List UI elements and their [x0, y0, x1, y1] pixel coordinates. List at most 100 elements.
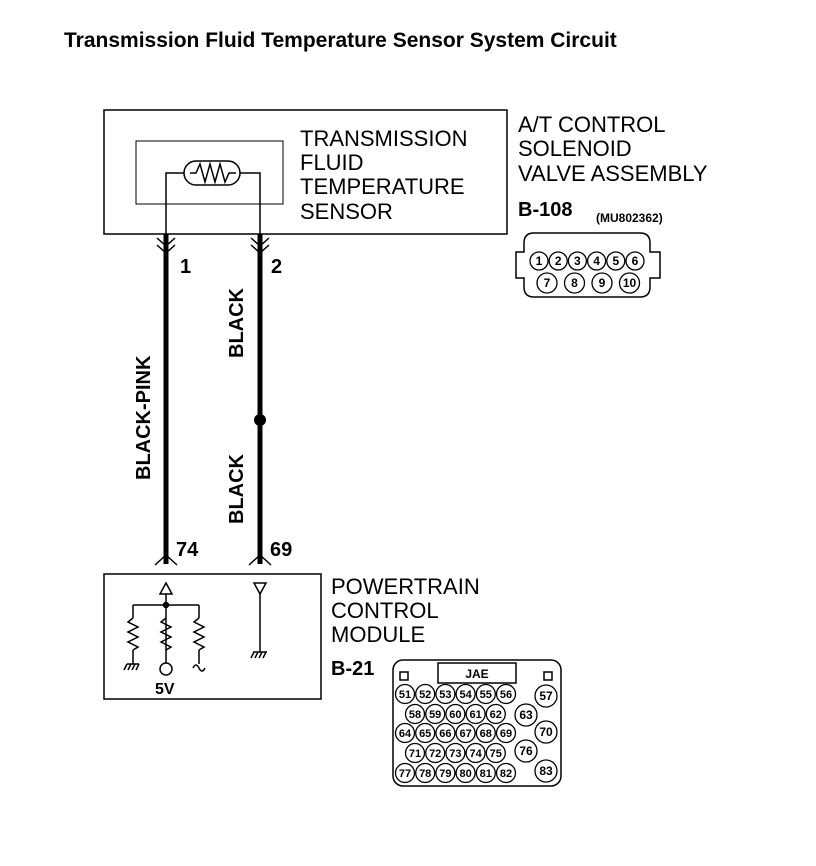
voltage-label: 5V	[155, 681, 175, 698]
b21-pin-59-label: 59	[429, 709, 441, 721]
b21-pin-63: 63	[514, 703, 538, 727]
b21-pin-78-label: 78	[419, 768, 431, 780]
b21-pin-70-label: 70	[539, 725, 553, 739]
b21-pin-53-label: 53	[439, 689, 451, 701]
b21-pin-71: 71	[404, 742, 426, 764]
b21-pin-55: 55	[475, 683, 496, 705]
solenoid-assembly-box	[103, 109, 508, 235]
b108-pin-10-label: 10	[623, 276, 637, 290]
b21-pin-64: 64	[394, 722, 416, 744]
b21-pin-76-label: 76	[519, 744, 533, 758]
b21-pin-76: 76	[514, 739, 538, 763]
b21-pin-72: 72	[425, 742, 446, 764]
b21-pin-70: 70	[534, 720, 558, 744]
b21-pin-77-label: 77	[399, 768, 411, 780]
connector-b21-icon	[392, 659, 562, 787]
sensor-box	[135, 140, 284, 205]
b21-pin-57-label: 57	[539, 689, 553, 703]
solenoid-assembly-label: A/T CONTROL SOLENOID VALVE ASSEMBLY	[518, 112, 708, 186]
b21-pin-62: 62	[485, 703, 506, 725]
b21-pin-79-label: 79	[439, 768, 451, 780]
b21-pin-81: 81	[475, 762, 496, 784]
b21-pin-62-label: 62	[490, 709, 502, 721]
b21-pin-83: 83	[534, 759, 558, 783]
b21-pin-74: 74	[465, 742, 486, 764]
b108-pin-4: 4	[586, 251, 607, 271]
b108-pin-3-label: 3	[574, 254, 581, 268]
splice-point	[254, 414, 266, 426]
b21-pin-54-label: 54	[459, 689, 472, 701]
b21-pin-80: 80	[455, 762, 476, 784]
sensor-lead-left	[165, 172, 184, 234]
b21-pin-65: 65	[415, 722, 436, 744]
sensor-lead-right	[240, 172, 261, 234]
b21-pin-69: 69	[495, 722, 517, 744]
b21-pin-57: 57	[534, 684, 558, 708]
b21-pin-72-label: 72	[429, 748, 441, 760]
b108-pin-7: 7	[536, 272, 558, 294]
wire-color-black-lower: BLACK	[226, 453, 248, 524]
b21-pin-56-label: 56	[500, 689, 512, 701]
b21-pin-82-label: 82	[500, 768, 512, 780]
b21-pin-69-label: 69	[500, 728, 512, 740]
b108-pin-1-label: 1	[536, 254, 543, 268]
b21-pin-75: 75	[485, 742, 506, 764]
connector-chevrons-bottom	[154, 553, 272, 566]
b108-pin-5-label: 5	[612, 254, 619, 268]
b21-pin-71-label: 71	[409, 748, 421, 760]
b21-pin-53: 53	[435, 683, 456, 705]
pcm-label: POWERTRAIN CONTROL MODULE	[331, 574, 486, 647]
b21-pin-68: 68	[475, 722, 496, 744]
pcm-box	[103, 573, 322, 700]
b21-pin-74-label: 74	[469, 748, 482, 760]
b108-pin-10: 10	[618, 272, 641, 294]
b108-pin-8-label: 8	[571, 276, 578, 290]
b108-pin-3: 3	[567, 251, 588, 271]
b21-pin-83-label: 83	[539, 764, 553, 778]
b21-pin-81-label: 81	[480, 768, 492, 780]
b21-pin-52: 52	[415, 683, 436, 705]
pin-label-74: 74	[176, 539, 199, 561]
b108-pin-9: 9	[591, 272, 613, 294]
b21-pin-52-label: 52	[419, 689, 431, 701]
b21-pin-78: 78	[415, 762, 436, 784]
b108-pin-5: 5	[606, 251, 626, 271]
b21-pin-51: 51	[394, 683, 416, 705]
wire-color-black-upper: BLACK	[226, 287, 248, 358]
b21-pin-77: 77	[394, 762, 416, 784]
b21-pin-56: 56	[495, 683, 517, 705]
b21-pin-73: 73	[445, 742, 466, 764]
b21-pin-66: 66	[435, 722, 456, 744]
b21-pin-73-label: 73	[449, 748, 461, 760]
b21-pin-58: 58	[404, 703, 426, 725]
b21-pin-82: 82	[495, 762, 517, 784]
wire-color-black-pink: BLACK-PINK	[133, 355, 155, 480]
b21-pin-63-label: 63	[519, 708, 533, 722]
pin-label-69: 69	[270, 539, 292, 561]
thermistor-icon	[183, 160, 241, 186]
pcm-input-circuit-74	[123, 581, 206, 676]
b21-pin-60: 60	[445, 703, 466, 725]
b21-pin-60-label: 60	[449, 709, 461, 721]
b21-pin-79: 79	[435, 762, 456, 784]
connector-id-b21: B-21	[331, 658, 374, 680]
b108-pin-2-label: 2	[555, 254, 562, 268]
b108-pin-6: 6	[625, 251, 645, 271]
b21-pin-80-label: 80	[459, 768, 471, 780]
b108-pin-8: 8	[563, 272, 586, 294]
pin-label-1: 1	[180, 256, 191, 278]
connector-b108-icon	[515, 232, 661, 298]
b21-pin-66-label: 66	[439, 728, 451, 740]
b108-pin-7-label: 7	[544, 276, 551, 290]
b21-pin-54: 54	[455, 683, 476, 705]
connector-brand-jae: JAE	[465, 667, 488, 681]
b21-pin-68-label: 68	[480, 728, 492, 740]
pin-label-2: 2	[271, 256, 282, 278]
connector-chevrons-top	[156, 237, 270, 255]
b108-pin-1: 1	[529, 251, 549, 271]
connector-id-b108: B-108	[518, 199, 572, 221]
pcm-input-circuit-69	[250, 582, 268, 659]
